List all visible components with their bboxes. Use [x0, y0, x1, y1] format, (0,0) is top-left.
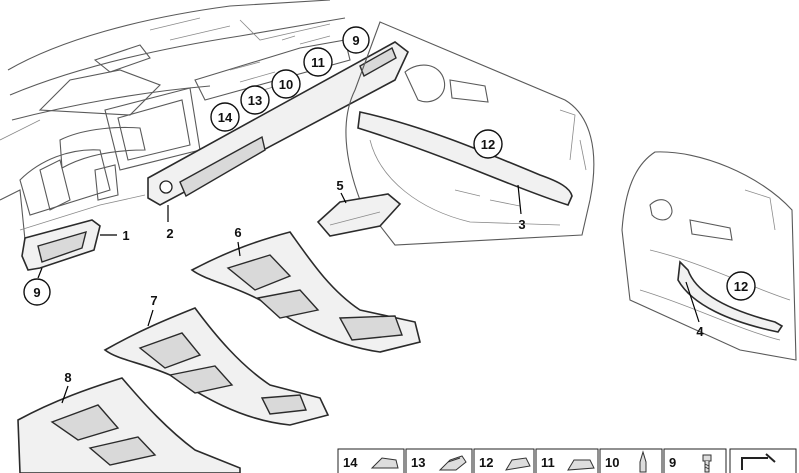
svg-text:9: 9 [352, 33, 359, 48]
clip-icon [505, 457, 531, 471]
circled-callout-11: 11 [303, 47, 333, 77]
svg-text:13: 13 [411, 455, 425, 470]
callout-8: 8 [64, 370, 71, 385]
legend-item-13: 13 [405, 448, 473, 473]
screw-icon [702, 454, 712, 473]
clip-icon [567, 459, 595, 471]
callout-2: 2 [166, 226, 173, 241]
circled-callouts: 9 9 11 10 13 14 12 12 [23, 26, 756, 306]
arrow-icon [741, 453, 776, 470]
callout-6: 6 [234, 225, 241, 240]
circled-callout-10: 10 [271, 69, 301, 99]
dashboard-illustration [0, 0, 351, 241]
svg-text:11: 11 [541, 455, 555, 470]
circled-callout-12-front: 12 [473, 129, 503, 159]
legend-item-9: 9 [663, 448, 727, 473]
callout-3: 3 [518, 217, 525, 232]
svg-text:13: 13 [248, 93, 262, 108]
svg-text:9: 9 [33, 285, 40, 300]
circled-callout-9-left: 9 [23, 278, 51, 306]
part-2-trim-strip [147, 41, 409, 206]
spring-clip-icon [438, 455, 467, 471]
part-4-door-trim [677, 260, 784, 333]
svg-text:10: 10 [605, 455, 619, 470]
svg-text:12: 12 [481, 137, 495, 152]
rear-door-illustration [621, 151, 797, 361]
svg-text:10: 10 [279, 77, 293, 92]
circled-callout-9-top: 9 [342, 26, 370, 54]
part-3-door-trim [357, 111, 573, 206]
legend-strip: 14 13 12 11 [337, 448, 797, 473]
part-1-trim [21, 219, 101, 271]
legend-item-10: 10 [599, 448, 663, 473]
callout-1: 1 [122, 228, 129, 243]
callout-7: 7 [150, 293, 157, 308]
callout-5: 5 [336, 178, 343, 193]
clip-icon [370, 457, 399, 469]
legend-item-14: 14 [337, 448, 405, 473]
svg-text:14: 14 [218, 110, 233, 125]
svg-text:12: 12 [734, 279, 748, 294]
part-7-console-trim [103, 307, 330, 426]
svg-text:12: 12 [479, 455, 493, 470]
part-5-cover [316, 193, 402, 237]
circled-callout-14: 14 [210, 102, 240, 132]
svg-text:11: 11 [311, 55, 325, 70]
legend-item-12: 12 [473, 448, 535, 473]
circled-callout-13: 13 [240, 85, 270, 115]
svg-text:14: 14 [343, 455, 358, 470]
expanding-rivet-icon [639, 450, 647, 473]
part-8-console-trim [17, 377, 241, 473]
part-6-console-trim [190, 231, 421, 353]
svg-text:9: 9 [669, 455, 676, 470]
leader-lines [37, 184, 700, 404]
callout-numbers: 1 2 3 4 5 6 7 8 [64, 178, 704, 385]
legend-item-arrow [729, 448, 797, 473]
circled-callout-12-rear: 12 [726, 271, 756, 301]
legend-item-11: 11 [535, 448, 599, 473]
callout-4: 4 [696, 324, 704, 339]
